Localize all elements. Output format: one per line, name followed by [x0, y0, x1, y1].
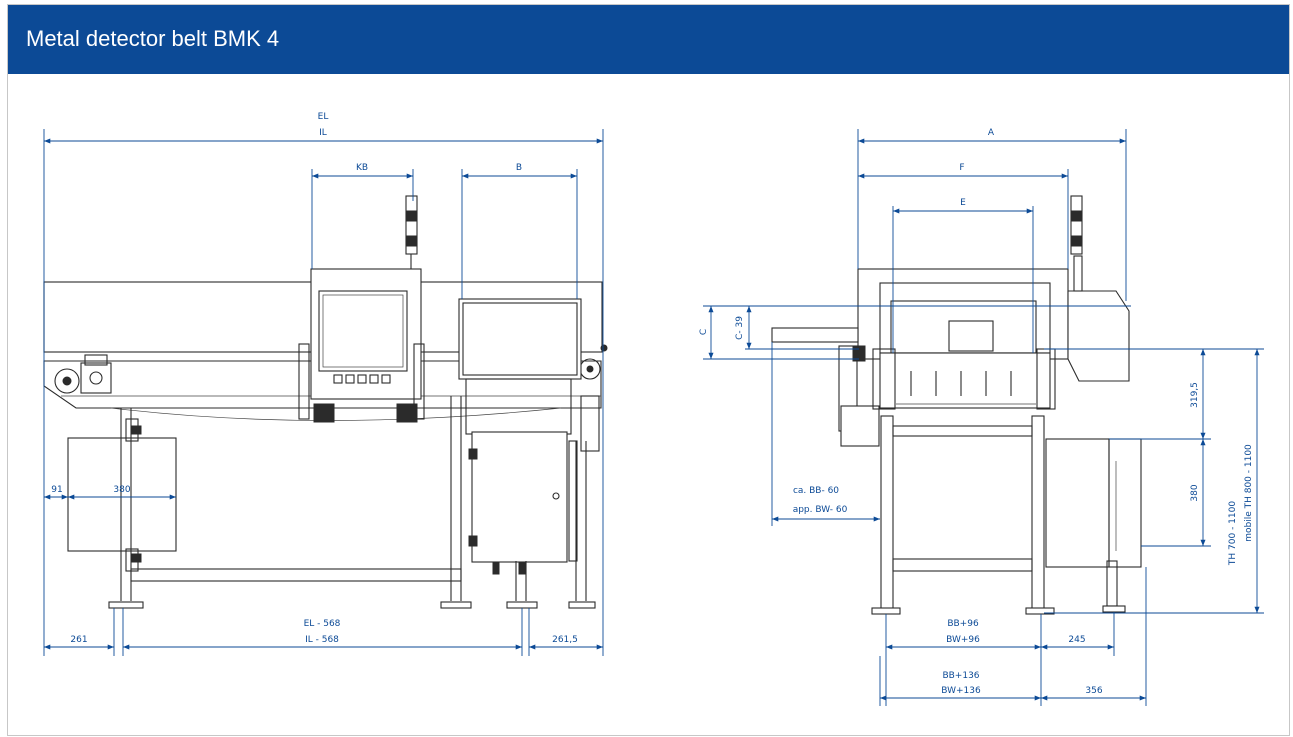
dim-b: B [516, 163, 522, 173]
front-view-machine [43, 195, 608, 609]
dim-91: 91 [51, 485, 62, 495]
dim-245: 245 [1068, 635, 1085, 645]
cabinet-side [1045, 438, 1110, 568]
technical-drawing: EL IL KB B 91 380 261 EL - 568 [43, 112, 1264, 706]
dim-kb: KB [356, 163, 368, 173]
header-bar: Metal detector belt BMK 4 [8, 5, 1289, 74]
dim-il-568: IL - 568 [305, 635, 339, 645]
signal-lamp-side [1070, 195, 1083, 255]
side-view-dimensions: A F E C C- 39 ca. BB- 60 app. BW- 60 [699, 128, 1264, 706]
dim-el-568: EL - 568 [304, 619, 341, 629]
dim-bb96: BB+96 [947, 619, 979, 629]
control-display [318, 290, 408, 372]
drive-roller [54, 368, 80, 394]
dim-bb136: BB+136 [942, 671, 979, 681]
dim-f: F [959, 163, 964, 173]
motor-side [840, 405, 880, 447]
leveling-feet-side [871, 605, 1126, 615]
dim-e: E [960, 198, 966, 208]
belt-guides [896, 371, 1036, 405]
dim-mobile-th: mobile TH 800 - 1100 [1244, 444, 1254, 542]
front-view-dimensions: EL IL KB B 91 380 261 EL - 568 [43, 112, 604, 656]
dim-380-front: 380 [113, 485, 130, 495]
dim-a: A [988, 128, 995, 138]
dim-ca-bb60: ca. BB- 60 [793, 486, 839, 496]
motor-box [80, 362, 112, 394]
page-title: Metal detector belt BMK 4 [26, 26, 280, 51]
dim-el: EL [318, 112, 329, 122]
side-view-machine [771, 195, 1142, 615]
belt-section [879, 352, 1051, 409]
dim-c-39: C- 39 [735, 316, 745, 340]
leveling-feet [108, 601, 596, 609]
base-frame [130, 568, 462, 582]
dim-261-5: 261,5 [552, 635, 578, 645]
dim-il: IL [319, 128, 327, 138]
control-buttons [333, 374, 391, 384]
dim-bw96: BW+96 [946, 635, 980, 645]
dim-bw136: BW+136 [941, 686, 981, 696]
support-arm [771, 327, 859, 343]
dim-261: 261 [70, 635, 87, 645]
electrical-cabinet [471, 431, 568, 563]
dim-c: C [699, 329, 709, 335]
dim-app-bw60: app. BW- 60 [793, 505, 848, 515]
reject-housing [458, 298, 582, 380]
dim-356: 356 [1085, 686, 1102, 696]
guard-hood [1067, 290, 1130, 382]
drawing-frame: Metal detector belt BMK 4 [7, 4, 1290, 736]
dim-380-side: 380 [1190, 484, 1200, 501]
dim-319-5: 319,5 [1190, 382, 1200, 408]
dim-th: TH 700 - 1100 [1228, 501, 1238, 566]
